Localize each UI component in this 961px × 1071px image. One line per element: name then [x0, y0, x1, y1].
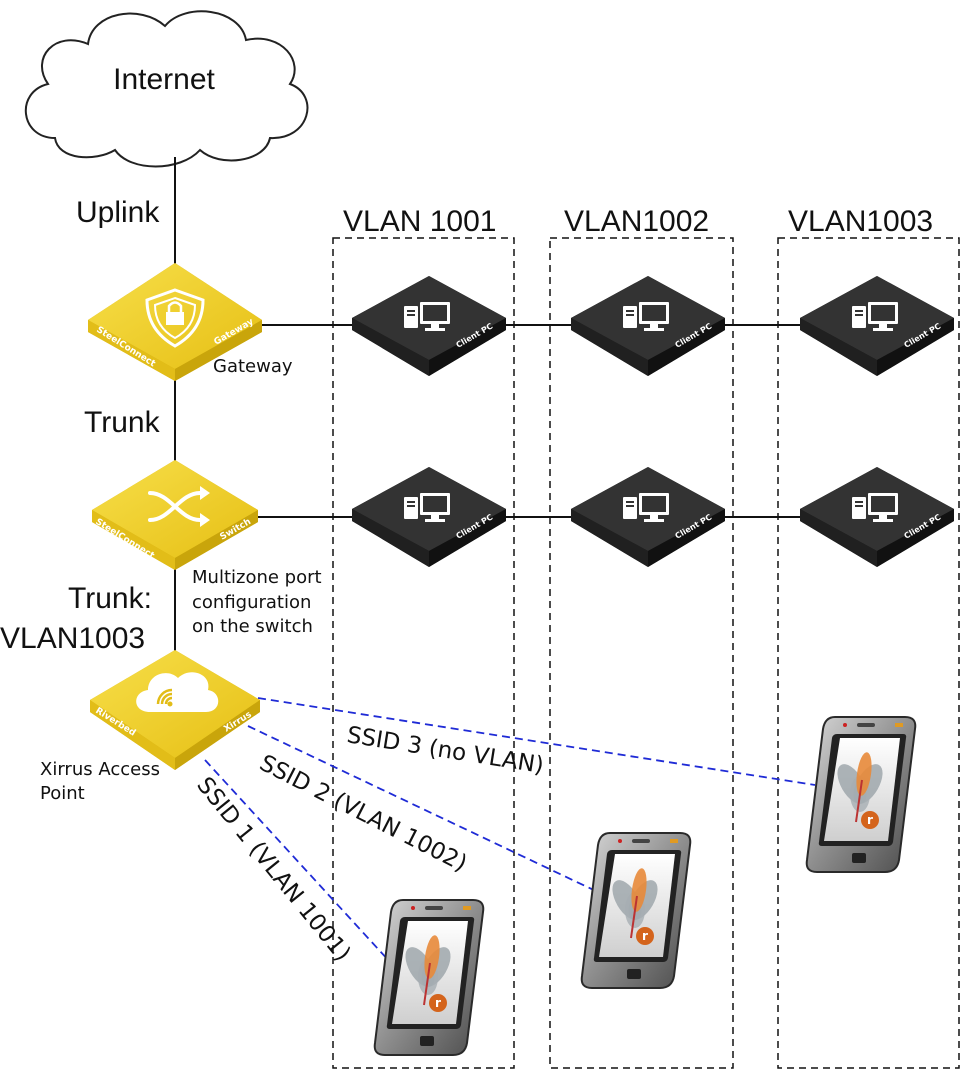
vlan-1002-label: VLAN1002	[564, 205, 709, 238]
trunk-vlan-label-line2: VLAN1003	[0, 622, 145, 655]
switch-note-line2: configuration	[192, 592, 311, 613]
trunk-vlan-label-line1: Trunk:	[68, 582, 152, 615]
gateway-label: Gateway	[213, 356, 293, 377]
switch-device[interactable]: SteelConnect Switch	[92, 460, 258, 570]
ssid3-label: SSID 3 (no VLAN)	[345, 722, 545, 779]
uplink-label: Uplink	[76, 196, 160, 229]
crossing-arrows-icon	[148, 486, 210, 527]
vlan-1001-label: VLAN 1001	[343, 205, 496, 238]
ssid2-label: SSID 2 (VLAN 1002)	[255, 750, 471, 877]
client-pc[interactable]: Client PC	[800, 276, 954, 376]
switch-note-line3: on the switch	[192, 616, 313, 637]
ssid1-wireless-link	[204, 759, 391, 963]
smartphone-ssid1[interactable]	[373, 899, 485, 1056]
client-pc[interactable]: Client PC	[800, 467, 954, 567]
access-point-label-line1: Xirrus Access	[40, 759, 160, 780]
client-pc[interactable]: Client PC	[571, 467, 725, 567]
internet-cloud: Internet	[24, 10, 309, 168]
smartphone-ssid3[interactable]	[805, 716, 917, 873]
client-pc[interactable]: Client PC	[571, 276, 725, 376]
internet-label: Internet	[113, 63, 215, 96]
client-pc[interactable]: Client PC	[352, 276, 506, 376]
vlan-zone-1002	[549, 237, 734, 1069]
shield-lock-icon	[145, 288, 205, 348]
vlan-zone-1001	[332, 237, 515, 1069]
access-point-label-line2: Point	[40, 783, 85, 804]
trunk-label: Trunk	[84, 406, 161, 439]
access-point-device[interactable]: Riverbed Xirrus	[90, 650, 260, 770]
switch-note-line1: Multizone port	[192, 567, 322, 588]
smartphone-ssid2[interactable]	[580, 832, 692, 989]
client-pc[interactable]: Client PC	[352, 467, 506, 567]
vlan-1003-label: VLAN1003	[788, 205, 933, 238]
ssid3-wireless-link	[257, 697, 816, 786]
vlan-zone-1003	[777, 237, 960, 1069]
wifi-cloud-icon	[136, 672, 219, 712]
